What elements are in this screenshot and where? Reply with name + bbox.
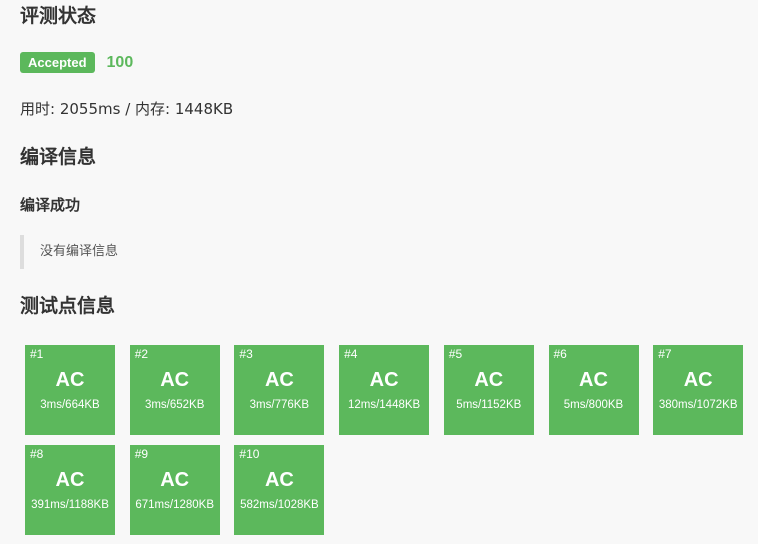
tests-heading: 测试点信息 <box>20 295 116 317</box>
test-case-tile[interactable]: #8 AC 391ms/1188KB <box>25 445 115 535</box>
test-case-tile[interactable]: #2 AC 3ms/652KB <box>129 345 220 435</box>
test-case-number: #1 <box>30 347 44 361</box>
test-case-result: AC <box>160 369 190 391</box>
compile-heading: 编译信息 <box>20 146 97 168</box>
status-row: Accepted 100 <box>20 52 133 73</box>
test-case-result: AC <box>55 469 85 491</box>
test-case-number: #2 <box>134 347 149 361</box>
test-case-tile[interactable]: #9 AC 671ms/1280KB <box>129 445 220 535</box>
test-case-detail: 12ms/1448KB <box>347 399 421 411</box>
test-case-number: #3 <box>239 347 253 361</box>
test-case-detail: 671ms/1280KB <box>135 499 214 511</box>
status-badge: Accepted <box>20 52 95 73</box>
test-case-tile[interactable]: #4 AC 12ms/1448KB <box>339 345 430 435</box>
test-case-tile[interactable]: #6 AC 5ms/800KB <box>548 345 639 435</box>
test-case-detail: 3ms/664KB <box>40 399 100 411</box>
test-case-detail: 5ms/800KB <box>563 399 624 411</box>
test-case-number: #8 <box>30 447 44 461</box>
test-case-number: #5 <box>448 347 463 361</box>
score-value: 100 <box>106 53 134 71</box>
test-case-detail: 5ms/1152KB <box>456 399 522 411</box>
test-case-result: AC <box>474 369 504 391</box>
test-case-result: AC <box>264 469 294 491</box>
test-case-result: AC <box>369 369 399 391</box>
test-case-result: AC <box>264 369 294 391</box>
test-case-detail: 3ms/652KB <box>144 399 205 411</box>
compile-result: 编译成功 <box>20 196 81 214</box>
test-case-tile[interactable]: #1 AC 3ms/664KB <box>25 345 115 435</box>
test-case-number: #9 <box>134 447 149 461</box>
test-case-result: AC <box>160 469 190 491</box>
test-case-result: AC <box>55 369 85 391</box>
test-case-tile[interactable]: #3 AC 3ms/776KB <box>234 345 325 435</box>
resource-usage: 用时: 2055ms / 内存: 1448KB <box>20 100 234 118</box>
test-case-tile[interactable]: #10 AC 582ms/1028KB <box>234 445 325 535</box>
test-case-result: AC <box>579 369 608 391</box>
test-case-tile[interactable]: #7 AC 380ms/1072KB <box>653 345 744 435</box>
test-case-number: #6 <box>553 347 567 361</box>
test-case-result: AC <box>683 369 713 391</box>
compile-message: 没有编译信息 <box>20 235 118 269</box>
test-case-number: #10 <box>239 447 260 461</box>
test-case-detail: 391ms/1188KB <box>31 499 109 511</box>
test-case-number: #4 <box>344 347 358 361</box>
test-case-detail: 3ms/776KB <box>249 399 310 411</box>
test-case-tile[interactable]: #5 AC 5ms/1152KB <box>443 345 534 435</box>
test-case-number: #7 <box>658 347 672 361</box>
test-case-detail: 380ms/1072KB <box>658 399 738 411</box>
status-heading: 评测状态 <box>20 5 97 27</box>
test-case-detail: 582ms/1028KB <box>240 499 319 511</box>
